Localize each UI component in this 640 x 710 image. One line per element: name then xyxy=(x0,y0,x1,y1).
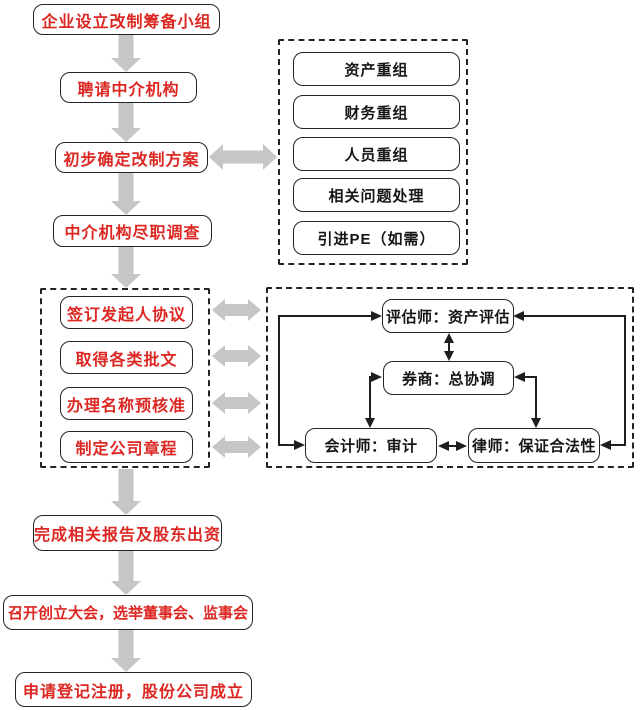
coordination-connectors xyxy=(278,311,626,451)
node-personnel-restructuring: 人员重组 xyxy=(293,137,460,171)
node-financial-restructuring: 财务重组 xyxy=(293,95,460,129)
node-name-preapproval: 办理名称预核准 xyxy=(60,387,193,420)
node-asset-restructuring: 资产重组 xyxy=(293,52,460,86)
node-obtain-approvals: 取得各类批文 xyxy=(60,341,193,374)
node-setup-team: 企业设立改制筹备小组 xyxy=(33,4,220,35)
node-accountant: 会计师：审计 xyxy=(305,428,437,463)
node-draft-plan: 初步确定改制方案 xyxy=(55,142,208,173)
intermediary-group-box xyxy=(266,287,634,468)
node-introduce-pe: 引进PE（如需） xyxy=(293,221,460,255)
node-articles-of-association: 制定公司章程 xyxy=(60,431,193,463)
node-hire-intermediary: 聘请中介机构 xyxy=(60,72,197,103)
node-founding-meeting: 召开创立大会，选举董事会、监事会 xyxy=(3,595,253,630)
node-complete-reports: 完成相关报告及股东出资 xyxy=(33,515,222,551)
node-lawyer: 律师：保证合法性 xyxy=(468,428,600,463)
restructuring-group-box xyxy=(278,39,468,265)
gray-flow-arrows xyxy=(111,34,277,672)
preparation-group-box xyxy=(40,288,210,468)
coordination-arrowheads xyxy=(294,311,611,451)
node-due-diligence: 中介机构尽职调查 xyxy=(53,215,212,247)
node-sponsor-agreement: 签订发起人协议 xyxy=(60,296,193,329)
node-registration: 申请登记注册，股份公司成立 xyxy=(15,672,252,707)
node-broker: 券商：总协调 xyxy=(383,361,514,395)
node-appraiser: 评估师：资产评估 xyxy=(382,299,514,333)
node-related-issues: 相关问题处理 xyxy=(293,178,460,212)
